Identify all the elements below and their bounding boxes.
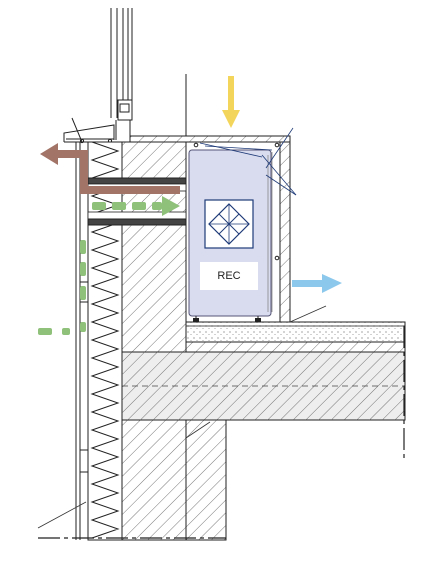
leader-line-lower (37, 501, 87, 529)
arrow-right-icon (292, 274, 342, 293)
arrow-left-icon (40, 143, 180, 194)
insulation-layer (87, 141, 123, 541)
leader-line-slab (185, 421, 211, 439)
leader-line (289, 305, 327, 323)
window-frame (110, 8, 133, 140)
floor-finish (185, 321, 406, 353)
insulation-zigzag (90, 141, 120, 539)
floor-slab (121, 351, 406, 421)
dashed-arrow-right-icon (38, 196, 180, 335)
column (185, 419, 227, 541)
arrow-down-icon (222, 76, 240, 128)
break-lines (38, 326, 405, 539)
rec-label: REC (217, 270, 240, 282)
duct-lower (87, 211, 187, 226)
concrete-wall (121, 141, 187, 541)
damper (199, 127, 297, 196)
heat-exchanger-icon (204, 199, 254, 249)
cabinet-housing (129, 74, 291, 323)
